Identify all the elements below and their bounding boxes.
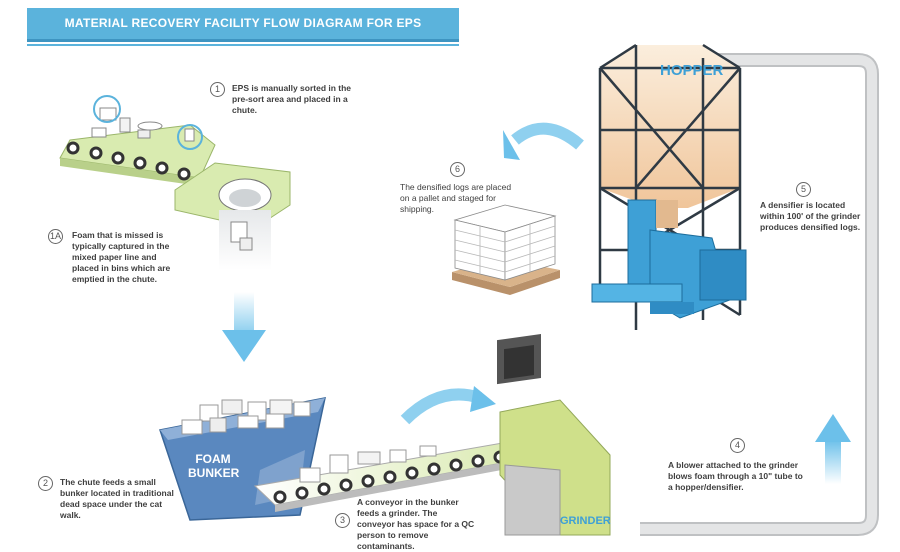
densifier bbox=[591, 199, 747, 319]
bunker-label-line1: FOAM bbox=[195, 452, 231, 466]
step-4: 3 4 A blower attached to the grinder blo… bbox=[668, 438, 808, 493]
title-divider bbox=[27, 44, 459, 46]
step-number: 2 bbox=[38, 476, 53, 491]
step-number: 1 bbox=[210, 82, 225, 97]
foam-pieces bbox=[181, 399, 311, 435]
step-2: 2 The chute feeds a small bunker located… bbox=[38, 476, 175, 521]
title-bar: MATERIAL RECOVERY FACILITY FLOW DIAGRAM … bbox=[27, 8, 459, 42]
step-text: Foam that is missed is typically capture… bbox=[72, 230, 171, 284]
grinder-label: GRINDER bbox=[560, 515, 611, 527]
down-arrow-icon bbox=[222, 292, 266, 362]
step-text: EPS is manually sorted in the pre-sort a… bbox=[232, 83, 352, 115]
step-6: 6 The densified logs are placed on a pal… bbox=[400, 162, 518, 215]
highlight-circle bbox=[177, 124, 203, 150]
curved-arrow-icon bbox=[400, 386, 496, 425]
feed-conveyor bbox=[253, 439, 547, 512]
step-text: The chute feeds a small bunker located i… bbox=[60, 477, 174, 520]
step-number: 3 bbox=[335, 513, 350, 528]
hopper-label: HOPPER bbox=[660, 62, 724, 79]
step-3: 3 A conveyor in the bunker feeds a grind… bbox=[335, 497, 477, 552]
step-text: The densified logs are placed on a palle… bbox=[400, 182, 512, 214]
highlight-circle bbox=[93, 95, 121, 123]
step-number: 5 bbox=[796, 182, 811, 197]
pallet-with-logs bbox=[452, 204, 560, 295]
up-arrow-icon bbox=[815, 414, 851, 484]
step-number: 6 bbox=[450, 162, 465, 177]
bunker-label-line2: BUNKER bbox=[188, 466, 240, 480]
conveyor-items bbox=[299, 445, 437, 483]
step-5: 5 A densifier is located within 100' of … bbox=[760, 182, 870, 233]
sorted-items bbox=[91, 107, 163, 139]
grinder bbox=[497, 333, 611, 536]
step-number: 4 bbox=[730, 438, 745, 453]
bunker-label: FOAM BUNKER bbox=[188, 452, 240, 480]
sorting-conveyor bbox=[59, 95, 216, 186]
densified-logs bbox=[453, 204, 557, 281]
step-number: 1A bbox=[48, 229, 63, 244]
page-title: MATERIAL RECOVERY FACILITY FLOW DIAGRAM … bbox=[64, 16, 422, 30]
sorting-conveyor-rollers bbox=[66, 141, 191, 181]
step-1: 1 EPS is manually sorted in the pre-sort… bbox=[210, 82, 357, 116]
step-text: A densifier is located within 100' of th… bbox=[760, 200, 861, 232]
curved-arrow-icon bbox=[503, 122, 584, 160]
step-text: A blower attached to the grinder blows f… bbox=[668, 460, 803, 492]
step-text: A conveyor in the bunker feeds a grinder… bbox=[357, 497, 475, 551]
blower-tube bbox=[640, 53, 879, 536]
step-1a: 1A Foam that is missed is typically capt… bbox=[48, 229, 182, 285]
chute bbox=[174, 162, 291, 270]
